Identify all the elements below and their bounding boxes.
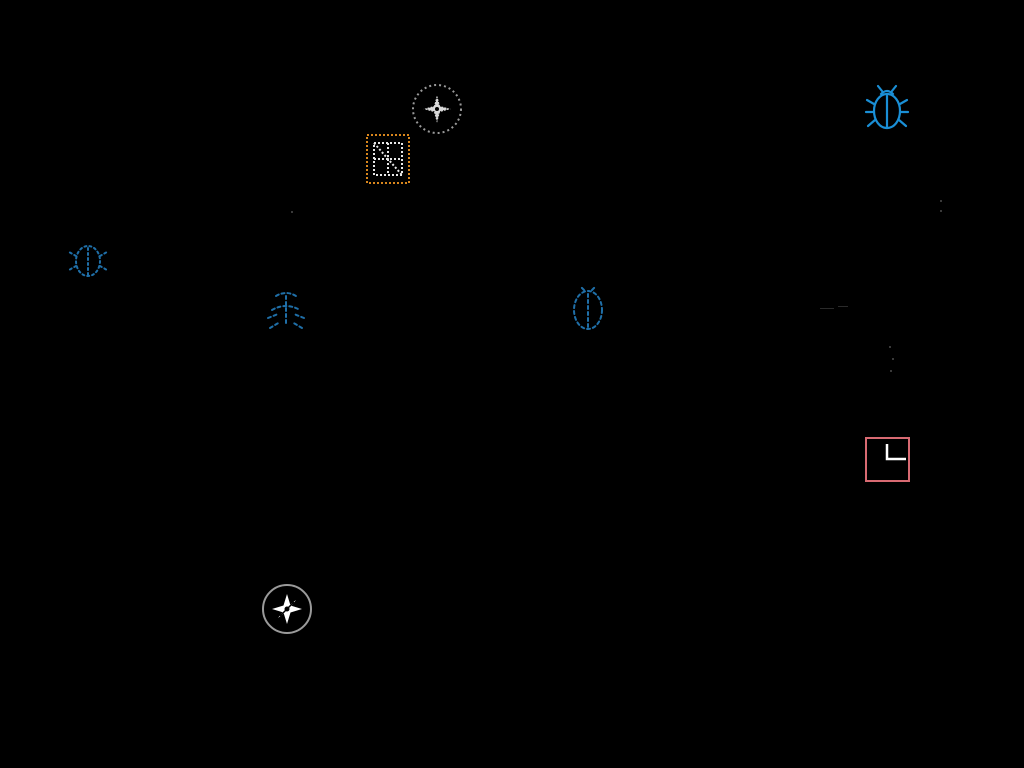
debris-speck	[940, 210, 942, 212]
beetle-icon[interactable]	[66, 236, 110, 284]
debris-speck	[820, 308, 834, 309]
debris-speck	[940, 200, 942, 202]
compass-icon[interactable]	[260, 582, 314, 636]
debris-speck	[291, 211, 293, 213]
beetle-icon[interactable]	[864, 84, 910, 134]
compass-icon[interactable]	[410, 82, 464, 136]
debris-speck	[889, 346, 891, 348]
debris-speck	[892, 358, 894, 360]
corner-marker-icon[interactable]	[864, 436, 912, 484]
beetle-icon[interactable]	[262, 288, 310, 332]
crate-icon[interactable]	[364, 132, 412, 186]
debris-speck	[890, 370, 892, 372]
beetle-icon[interactable]	[566, 284, 610, 334]
debris-speck	[838, 306, 848, 307]
